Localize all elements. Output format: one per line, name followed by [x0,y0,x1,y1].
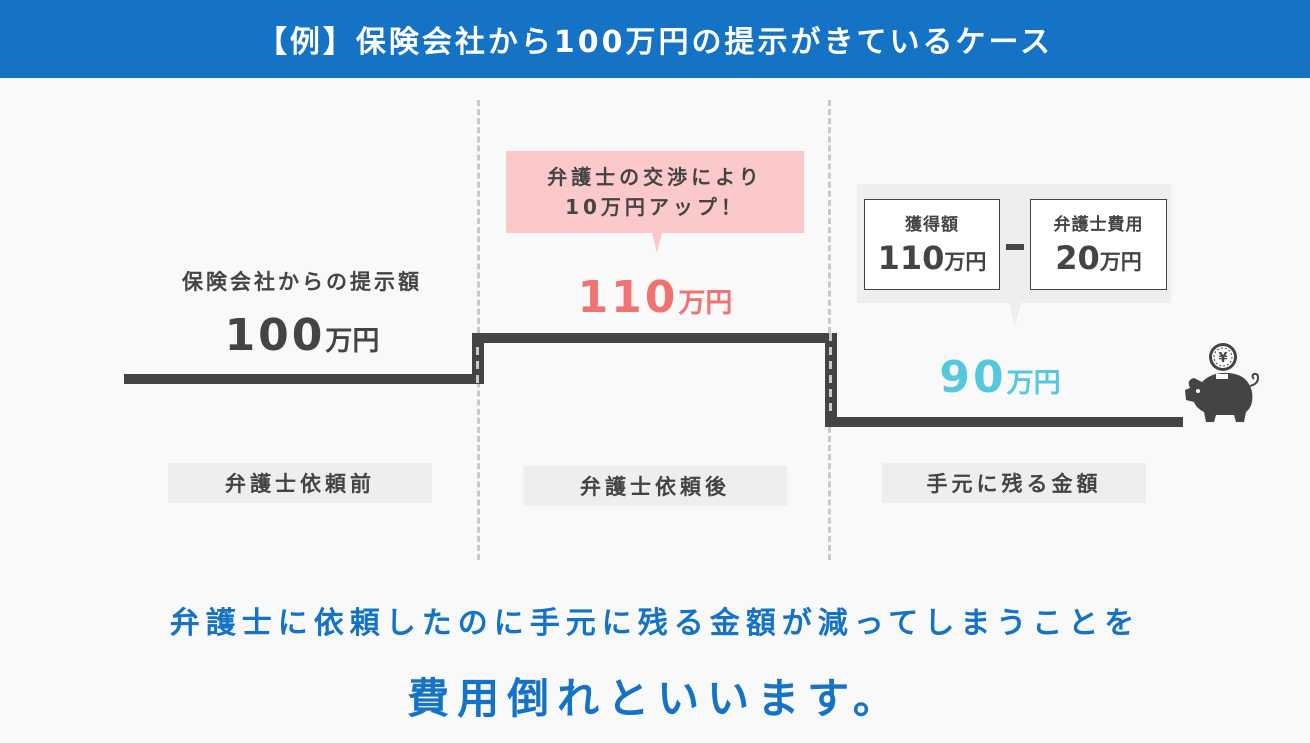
tag-remaining: 手元に残る金額 [882,463,1146,503]
fee-title: 弁護士費用 [1053,215,1144,235]
remaining-amount: 90万円 [900,352,1100,403]
divider-1 [477,100,480,560]
bubble-line-2: 10万円アップ！ [565,195,745,219]
after-amount-number: 110 [577,272,679,323]
after-amount-unit: 万円 [678,288,733,319]
header-title: 【例】保険会社から100万円の提示がきているケース [256,25,1054,60]
fee-unit: 万円 [1099,250,1142,274]
divider-2 [828,100,831,560]
before-amount: 100万円 [124,310,480,361]
after-amount: 110万円 [480,272,830,323]
before-amount-unit: 万円 [325,326,380,357]
svg-text:¥: ¥ [1218,351,1227,366]
conclusion-line-1: 弁護士に依頼したのに手元に残る金額が減ってしまうことを [169,606,1141,641]
step-line-remaining [825,417,1183,427]
calculation-bubble: 獲得額 110万円 弁護士費用 20万円 [857,184,1171,327]
before-caption: 保険会社からの提示額 [182,270,422,294]
gain-unit: 万円 [944,250,987,274]
fee-number: 20 [1055,239,1100,277]
negotiation-bubble: 弁護士の交渉により 10万円アップ！ [506,151,804,253]
tag-after: 弁護士依頼後 [523,466,787,506]
step-riser-down [825,333,837,427]
gain-title: 獲得額 [905,215,959,235]
tag-remaining-label: 手元に残る金額 [926,472,1102,496]
minus-icon [1006,244,1024,250]
step-riser-up [472,333,484,384]
step-line-before [124,374,480,384]
gain-box: 獲得額 110万円 [864,199,1000,290]
bubble-line-1: 弁護士の交渉により [547,165,763,189]
remaining-amount-number: 90 [939,352,1007,403]
header-banner: 【例】保険会社から100万円の提示がきているケース [0,0,1310,78]
before-amount-number: 100 [224,310,326,361]
tag-before: 弁護士依頼前 [168,463,432,503]
gain-number: 110 [877,239,945,277]
piggy-bank-yen-icon: ¥ [1185,343,1260,422]
step-line-after [472,333,836,343]
remaining-amount-unit: 万円 [1006,368,1061,399]
gain-value: 110万円 [865,239,999,277]
fee-value: 20万円 [1031,239,1166,277]
tag-after-label: 弁護士依頼後 [580,475,730,499]
conclusion-line-2: 費用倒れといいます。 [407,674,903,723]
tag-before-label: 弁護士依頼前 [225,472,375,496]
fee-box: 弁護士費用 20万円 [1030,199,1167,290]
